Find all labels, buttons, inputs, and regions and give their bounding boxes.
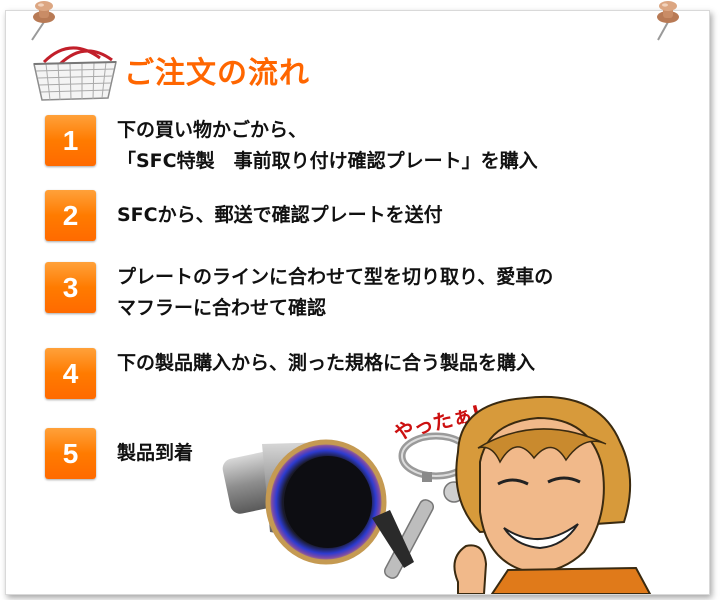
mascot-character-image: やったぁ! <box>391 396 652 594</box>
step-text: プレートのラインに合わせて型を切り取り、愛車の マフラーに合わせて確認 <box>117 262 553 324</box>
step-number-badge: 5 <box>45 428 96 479</box>
step-text: 下の製品購入から、測った規格に合う製品を購入 <box>117 348 535 379</box>
step-number-badge: 3 <box>45 262 96 313</box>
step-line: SFCから、郵送で確認プレートを送付 <box>117 204 443 226</box>
shopping-basket-icon <box>33 46 117 101</box>
step-number-badge: 1 <box>45 115 96 166</box>
step-line: プレートのラインに合わせて型を切り取り、愛車の <box>117 266 554 288</box>
step-line: 「SFC特製 事前取り付け確認プレート」を購入 <box>117 150 538 172</box>
step-line: 製品到着 <box>117 442 194 464</box>
muffler-kit-image <box>222 432 474 579</box>
push-pin-icon <box>657 1 679 41</box>
push-pin-icon <box>31 1 55 41</box>
step-number-badge: 2 <box>45 190 96 241</box>
page-title: ご注文の流れ <box>124 56 310 91</box>
step-number-badge: 4 <box>45 348 96 399</box>
step-line: マフラーに合わせて確認 <box>117 297 327 319</box>
step-text: SFCから、郵送で確認プレートを送付 <box>117 200 443 231</box>
step-line: 下の買い物かごから、 <box>117 119 308 141</box>
step-line: 下の製品購入から、測った規格に合う製品を購入 <box>117 352 536 374</box>
step-text: 製品到着 <box>117 438 193 469</box>
step-text: 下の買い物かごから、 「SFC特製 事前取り付け確認プレート」を購入 <box>117 115 538 177</box>
